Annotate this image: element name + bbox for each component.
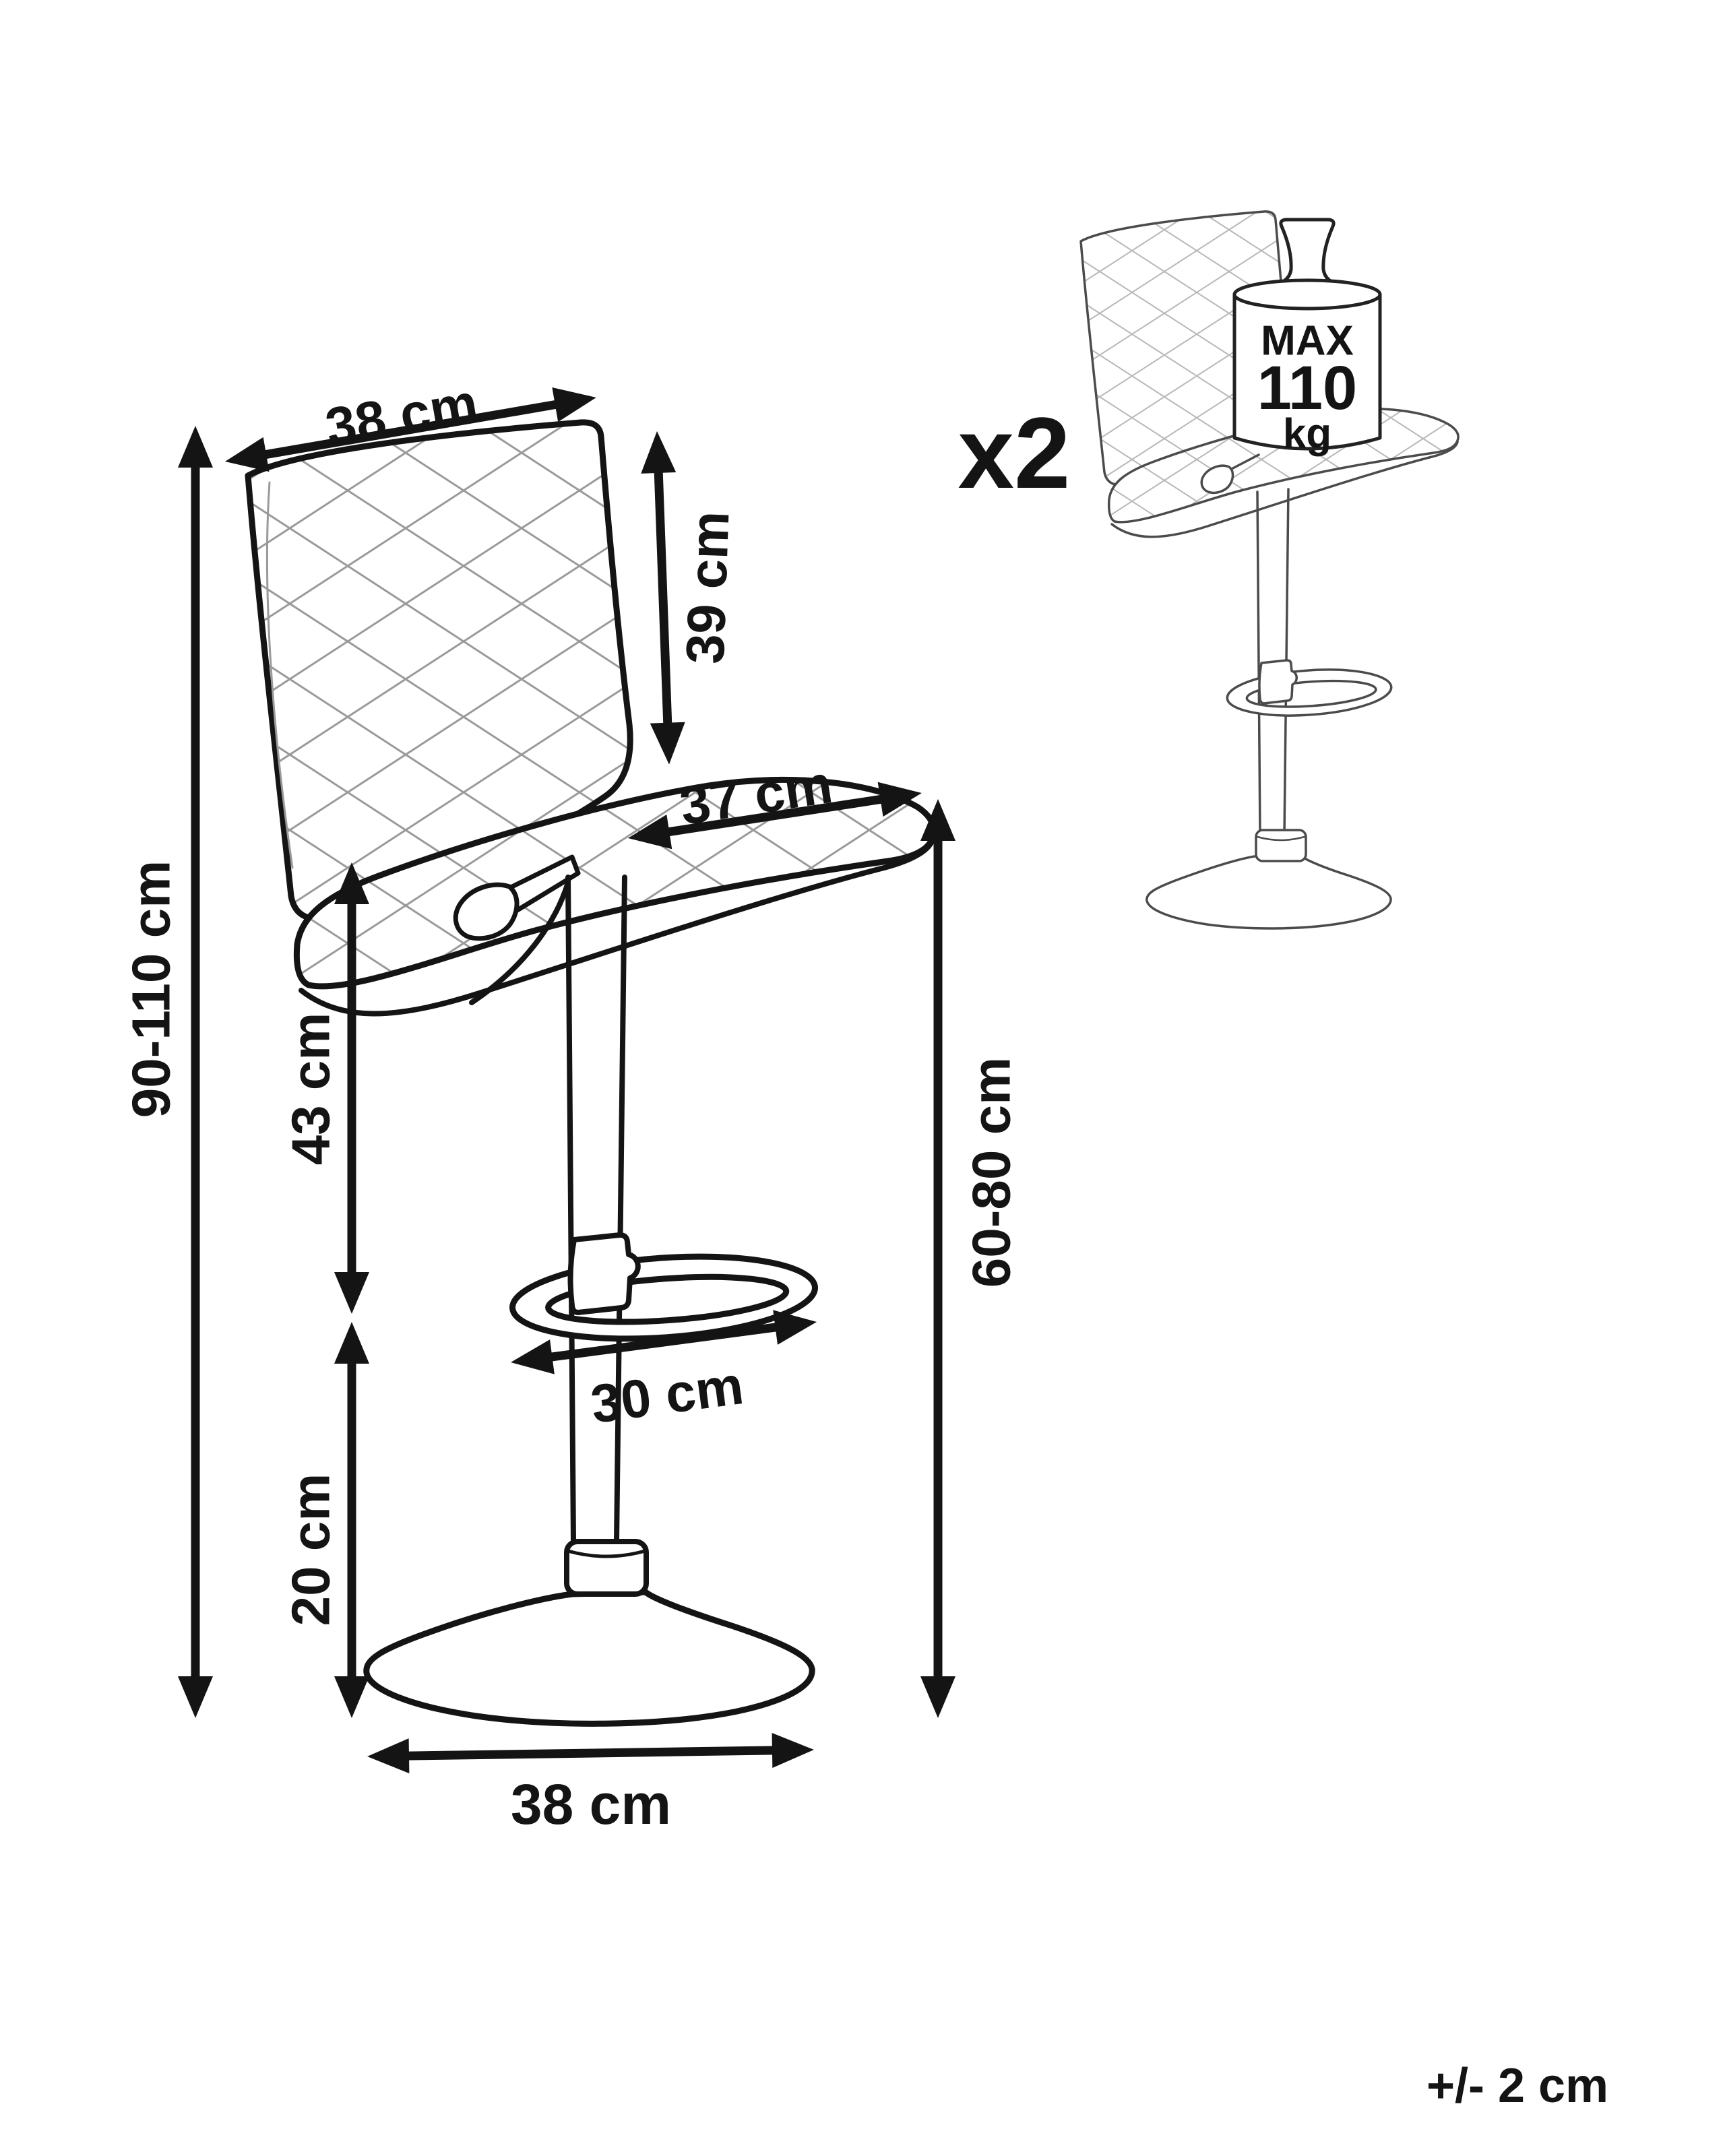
seat-edge: [299, 837, 935, 1017]
pole-collar: [564, 1539, 649, 1597]
dim-arrow-base-width: [367, 1732, 814, 1774]
dim-footrest-to-floor-label: 20 cm: [281, 1473, 341, 1626]
weight-top: [1232, 278, 1382, 311]
dim-overall-height-label: 90-110 cm: [121, 860, 181, 1118]
max-load-line3: kg: [1283, 411, 1331, 457]
dim-arrow-seat-height: [920, 799, 955, 1718]
dimension-arrows: [178, 387, 955, 1774]
dim-arrow-overall-height: [178, 426, 213, 1718]
dim-arrow-seat-depth: [628, 782, 922, 850]
max-load-weight: [1232, 218, 1382, 451]
small-collar-lip: [1256, 835, 1306, 842]
quantity-label: x2: [958, 396, 1071, 509]
dim-seat-to-footrest-label: 43 cm: [281, 1013, 341, 1166]
dim-arrow-footrest-to-floor: [334, 1322, 369, 1718]
base: [363, 1589, 815, 1727]
dimension-labels: 38 cm 39 cm 37 cm 90-110 cm 43 cm 20 cm …: [121, 373, 1609, 2113]
dim-seat-height-label: 60-80 cm: [962, 1057, 1022, 1288]
main-stool-drawing: [245, 419, 937, 1727]
weight-handle: [1273, 218, 1342, 288]
seat-underfold: [469, 880, 571, 1005]
dim-arrow-footrest-width: [511, 1310, 817, 1374]
dim-base-width-label: 38 cm: [511, 1773, 671, 1836]
footrest-bracket: [567, 1232, 641, 1315]
gas-lever-handle: [453, 882, 520, 941]
small-lever-handle: [1200, 464, 1234, 495]
secondary-stool-drawing: MAX 110 kg: [1079, 210, 1460, 930]
pole-collar-lip: [566, 1549, 647, 1558]
tolerance-label: +/- 2 cm: [1426, 2059, 1608, 2113]
dim-arrow-seat-to-footrest: [334, 862, 369, 1314]
small-base: [1146, 854, 1392, 930]
dim-footrest-width-label: 30 cm: [588, 1355, 747, 1434]
backrest: [245, 419, 633, 922]
pole: [565, 875, 627, 1544]
small-footrest-bracket: [1258, 659, 1298, 705]
max-load-line2: 110: [1257, 354, 1357, 422]
footrest-ring: [509, 1253, 818, 1342]
dim-backrest-height-label: 39 cm: [675, 510, 741, 665]
dim-arrow-top-width: [225, 387, 596, 472]
max-load-line1: MAX: [1261, 318, 1354, 364]
dim-arrow-backrest-height: [641, 431, 685, 765]
small-footrest-ring: [1226, 668, 1393, 717]
small-seat-edge: [1110, 441, 1459, 538]
weight-body: [1232, 292, 1382, 451]
small-collar: [1255, 829, 1307, 862]
backrest-seam: [265, 481, 294, 869]
